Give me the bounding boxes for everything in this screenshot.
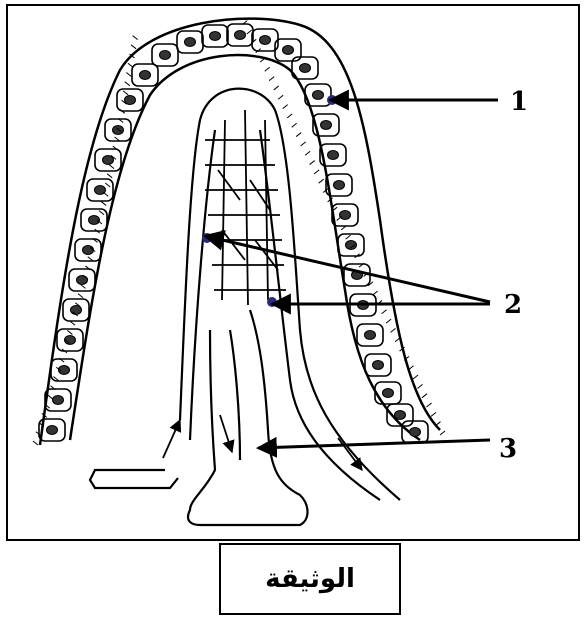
cell-nucleus: [160, 51, 171, 60]
microvillus: [310, 161, 315, 165]
microvillus: [109, 165, 114, 169]
microvillus: [301, 142, 306, 146]
microvillus: [319, 179, 324, 183]
cell-nucleus: [321, 121, 332, 130]
cell-nucleus: [334, 181, 345, 190]
microvillus: [440, 431, 445, 435]
microvillus: [88, 257, 93, 261]
label-2: 2: [504, 290, 522, 320]
microvillus: [269, 77, 274, 81]
microvillus: [247, 30, 252, 34]
microvillus: [382, 310, 387, 314]
microvillus: [292, 123, 297, 127]
cell-nucleus: [140, 71, 151, 80]
microvillus: [418, 384, 423, 388]
cell-nucleus: [260, 36, 271, 45]
cell-nucleus: [300, 64, 311, 73]
microvillus: [128, 63, 133, 67]
microvillus: [103, 192, 108, 196]
caption-text: الوثيقة: [265, 564, 355, 594]
villus-epithelium: [40, 19, 440, 445]
microvillus: [133, 36, 138, 40]
capillary-network: [205, 110, 286, 305]
microvillus: [296, 133, 301, 137]
cell-nucleus: [89, 216, 100, 225]
microvillus: [107, 174, 112, 178]
cell-nucleus: [373, 361, 384, 370]
microvillus: [101, 201, 106, 205]
microvillus: [314, 170, 319, 174]
microvillus: [48, 395, 53, 399]
microvillus: [80, 284, 85, 288]
label-3: 3: [499, 434, 517, 464]
microvillus: [436, 422, 441, 426]
microvillus: [105, 183, 110, 187]
microvillus: [346, 235, 351, 239]
microvillus: [125, 82, 130, 86]
cell-nucleus: [340, 211, 351, 220]
microvillus: [287, 114, 292, 118]
cell-nucleus: [313, 91, 324, 100]
cell-nucleus: [383, 389, 394, 398]
microvillus: [427, 403, 432, 407]
microvillus: [413, 375, 418, 379]
cell-nucleus: [395, 411, 406, 420]
microvillus: [126, 72, 131, 76]
label-1: 1: [510, 87, 528, 117]
microvillus: [278, 95, 283, 99]
cell-nucleus: [83, 246, 94, 255]
microvillus: [78, 294, 83, 298]
microvillus: [305, 151, 310, 155]
cell-nucleus: [365, 331, 376, 340]
microvillus: [274, 86, 279, 90]
cell-nucleus: [53, 396, 64, 405]
cell-nucleus: [283, 46, 294, 55]
microvillus: [422, 394, 427, 398]
microvillus: [131, 45, 136, 49]
microvillus: [391, 328, 396, 332]
cell-nucleus: [328, 151, 339, 160]
cell-nucleus: [47, 426, 58, 435]
cell-nucleus: [103, 156, 114, 165]
cell-nucleus: [65, 336, 76, 345]
microvillus: [123, 91, 128, 95]
microvillus: [99, 211, 104, 215]
cell-nucleus: [210, 32, 221, 41]
cell-nucleus: [235, 31, 246, 40]
microvillus: [70, 321, 75, 325]
microvillus: [67, 330, 72, 334]
caption-box: الوثيقة: [219, 543, 401, 615]
microvillus: [373, 291, 378, 295]
arrow-3: [258, 440, 490, 448]
microvillus: [431, 412, 436, 416]
cell-nucleus: [185, 38, 196, 47]
cell-nucleus: [125, 96, 136, 105]
cell-nucleus: [410, 428, 421, 437]
microvillus: [386, 319, 391, 323]
microvillus: [283, 105, 288, 109]
microvillus: [33, 441, 38, 445]
cell-nucleus: [113, 126, 124, 135]
microvillus: [265, 67, 270, 71]
